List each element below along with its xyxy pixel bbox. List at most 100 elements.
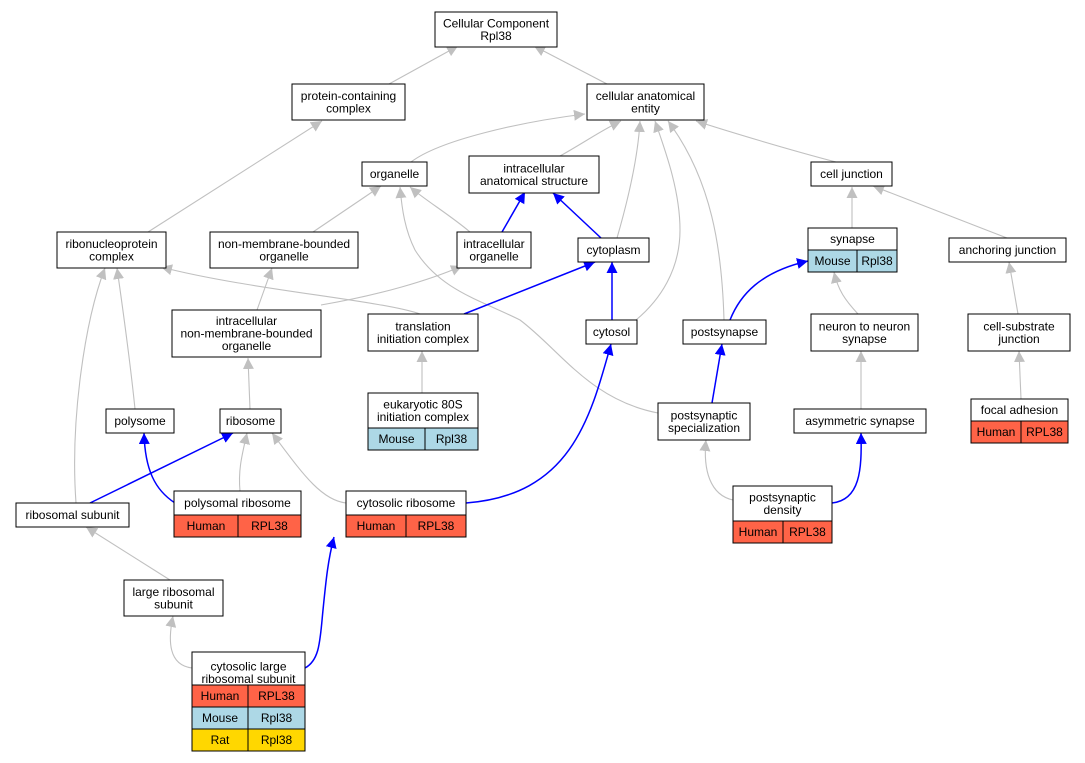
edge-non-membrane-bounded-organelle-to-organelle — [312, 185, 382, 233]
node-ribosome[interactable]: ribosome — [219, 408, 282, 434]
gene-cell — [856, 249, 898, 273]
node-label-line: Rpl38 — [480, 29, 512, 43]
edge-polysomal-ribosome-to-ribosome — [238, 432, 250, 492]
node-label-line: ribosomal subunit — [25, 508, 120, 522]
node-label-line: complex — [326, 101, 371, 115]
node-box — [810, 313, 919, 352]
node-label-line: ribosomal subunit — [201, 672, 296, 686]
node-cytosol[interactable]: cytosol — [585, 319, 638, 345]
species-label: Human — [739, 525, 778, 539]
edge-cytosol-to-cellular-anatomical-entity — [635, 120, 681, 321]
edge-intracellular-non-membrane-bounded-organelle-to-intracellular-organelle — [320, 265, 463, 306]
node-ribosomal-subunit[interactable]: ribosomal subunit — [15, 502, 130, 528]
node-label-line: cytoplasm — [586, 243, 640, 257]
node-label-line: intracellular — [216, 314, 277, 328]
node-box — [209, 231, 359, 269]
node-label-line: cell junction — [820, 167, 883, 181]
node-label-line: cell-substrate — [983, 319, 1055, 333]
node-label-line: cellular anatomical — [596, 89, 695, 103]
gene-label: RPL38 — [1026, 425, 1063, 439]
node-label-line: intracellular — [463, 237, 524, 251]
node-label-line: synapse — [830, 232, 875, 246]
node-box — [105, 408, 175, 434]
edge-translation-initiation-complex-to-ribonucleoprotein-complex — [160, 264, 421, 315]
node-anchoring-junction[interactable]: anchoring junction — [948, 237, 1067, 263]
edge-ribosomal-subunit-to-ribosome — [89, 432, 234, 504]
node-label-line: specialization — [668, 421, 740, 435]
node-label-line: large ribosomal — [132, 585, 214, 599]
node-label-line: postsynaptic — [749, 490, 816, 504]
gene-label: RPL38 — [418, 519, 455, 533]
node-box — [434, 11, 558, 48]
edge-cell-junction-to-cellular-anatomical-entity — [695, 119, 837, 163]
node-label-line: intracellular — [503, 161, 564, 175]
node-label-line: anatomical structure — [480, 174, 588, 188]
node-box — [219, 408, 282, 434]
node-label-line: organelle — [370, 167, 420, 181]
edge-translation-initiation-complex-to-cytoplasm — [463, 260, 596, 315]
node-label-line: translation — [395, 319, 450, 333]
node-label-line: cytosolic large — [210, 659, 286, 673]
node-box — [456, 231, 532, 269]
species-label: Mouse — [814, 254, 850, 268]
edge-anchoring-junction-to-cell-junction — [872, 184, 1008, 239]
node-box — [468, 155, 600, 194]
edge-postsynaptic-density-to-postsynaptic-specialization — [699, 439, 734, 501]
edge-protein-containing-complex-to-root — [388, 45, 459, 85]
edge-cytoplasm-to-cellular-anatomical-entity — [616, 120, 645, 239]
edge-cytoplasm-to-intracellular-anatomical-structure — [552, 192, 602, 239]
node-cell-junction[interactable]: cell junction — [810, 161, 893, 187]
edge-large-ribosomal-subunit-to-ribosomal-subunit — [85, 526, 171, 581]
node-box — [15, 502, 130, 528]
node-label-line: polysomal ribosome — [184, 496, 291, 510]
gene-label: Rpl38 — [261, 733, 293, 747]
node-box — [586, 83, 705, 121]
edge-polysomal-ribosome-to-polysome — [138, 432, 176, 504]
node-box — [577, 237, 650, 263]
gene-cell — [424, 427, 479, 451]
species-label: Rat — [211, 733, 230, 747]
edge-focal-adhesion-to-cell-substrate-junction — [1013, 350, 1025, 400]
node-intracellular-non-membrane-bounded-organelle[interactable]: intracellularnon-membrane-boundedorganel… — [171, 309, 322, 358]
gene-cell — [782, 520, 833, 544]
gene-cell — [247, 728, 306, 752]
node-cytoplasm[interactable]: cytoplasm — [577, 237, 650, 263]
edge-ribosome-to-intracellular-non-membrane-bounded-organelle — [242, 357, 254, 410]
gene-label: Rpl38 — [861, 254, 893, 268]
species-label: Human — [187, 519, 226, 533]
node-label-line: non-membrane-bounded — [180, 327, 312, 341]
gene-label: RPL38 — [251, 519, 288, 533]
node-organelle[interactable]: organelle — [361, 161, 428, 187]
node-label-line: focal adhesion — [981, 403, 1058, 417]
edge-cytosolic-ribosome-to-ribosome — [271, 432, 347, 504]
gene-cell — [405, 514, 467, 538]
node-polysome[interactable]: polysome — [105, 408, 175, 434]
node-box — [171, 309, 322, 358]
node-postsynapse[interactable]: postsynapse — [682, 319, 767, 345]
node-box — [682, 319, 767, 345]
node-asymmetric-synapse[interactable]: asymmetric synapse — [793, 408, 927, 434]
edge-postsynapse-to-synapse — [729, 258, 809, 321]
node-box — [967, 313, 1071, 352]
